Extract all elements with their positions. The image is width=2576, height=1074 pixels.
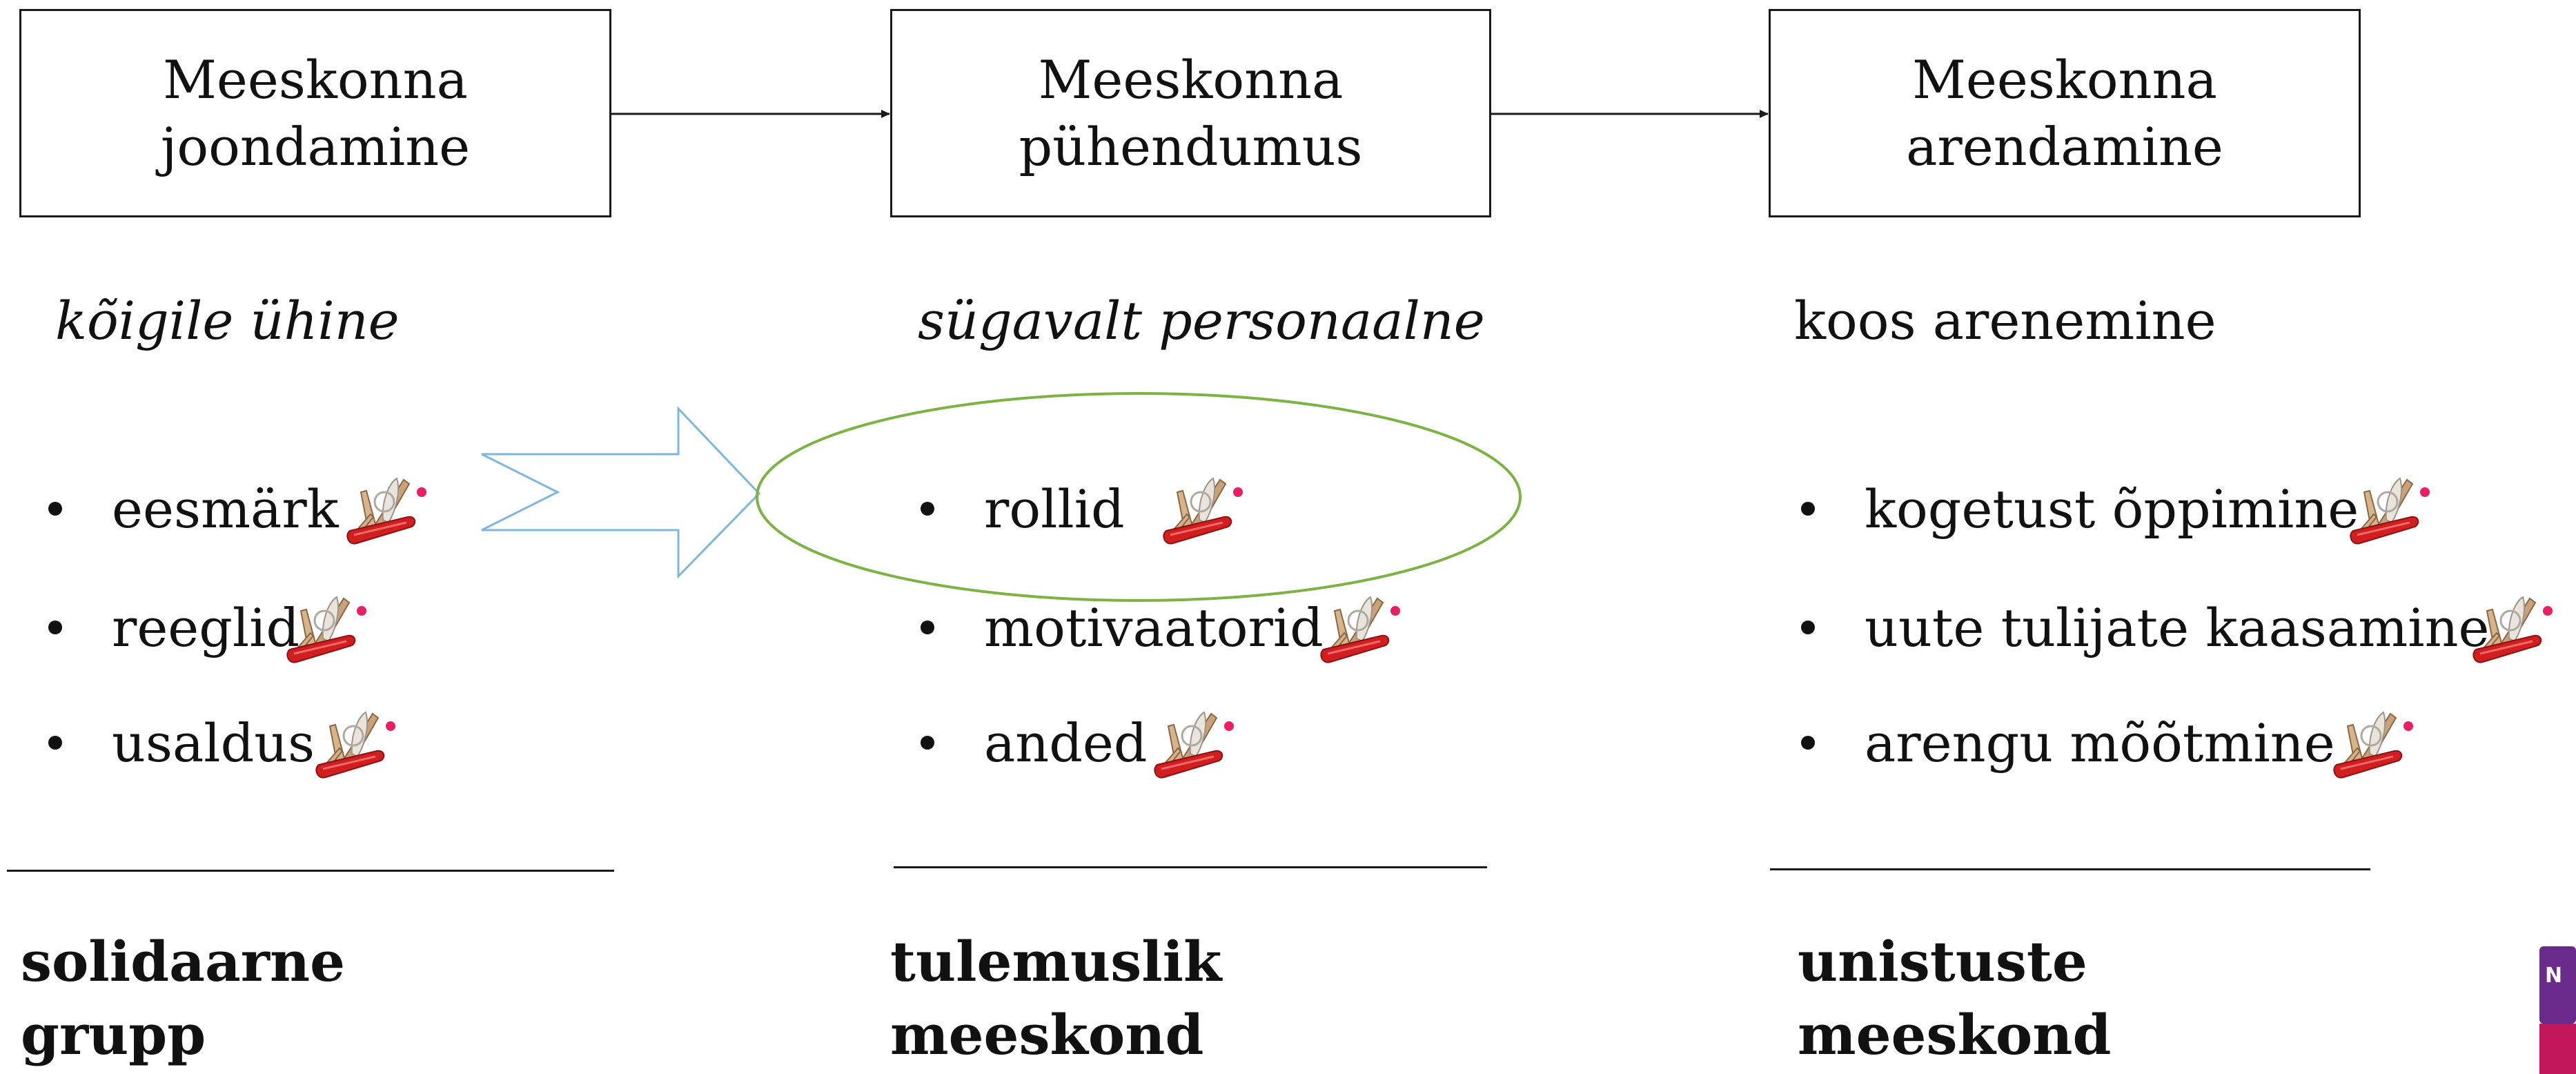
bullet-dot [1801, 736, 1815, 750]
bullet-item: arengu mõõtmine [1801, 705, 2415, 780]
stage-box-line: arendamine [1906, 116, 2223, 177]
outcome-line: meeskond [1798, 1002, 2112, 1068]
bullet-dot [921, 621, 934, 634]
bullet-dot [48, 736, 62, 750]
swiss-army-knife-icon [2350, 477, 2431, 545]
stage-box-line: Meeskonna [1038, 48, 1344, 110]
bullet-dot [48, 621, 62, 634]
bullet-item: anded [921, 705, 1236, 780]
logo-corner-icon: N [2539, 946, 2576, 1074]
stage-box-development: Meeskonna arendamine [1769, 9, 2361, 217]
divider-line [7, 870, 614, 872]
svg-text:N: N [2545, 964, 2562, 988]
bullet-item: rollid [921, 471, 1245, 546]
swiss-army-knife-icon [1162, 477, 1244, 545]
divider-line [894, 866, 1487, 868]
swiss-army-knife-icon [315, 711, 397, 779]
bullet-label: motivaatorid [984, 596, 1324, 658]
swiss-army-knife-icon [2332, 711, 2415, 779]
bullet-item: eesmärk [48, 471, 429, 546]
stage-box-alignment: Meeskonna joondamine [19, 9, 611, 217]
outcome-label: unistuste meeskond [1798, 925, 2111, 1072]
outcome-line: meeskond [890, 1002, 1204, 1068]
outcome-line: grupp [21, 1002, 206, 1068]
highlight-block-arrow [481, 406, 761, 579]
outcome-label: solidaarne grupp [21, 925, 345, 1072]
bullet-dot [1801, 621, 1815, 634]
outcome-label: tulemuslik meeskond [890, 925, 1221, 1072]
stage-subtitle: koos arenemine [1794, 290, 2216, 351]
bullet-item: uute tulijate kaasamine [1801, 590, 2555, 665]
swiss-army-knife-icon [1319, 596, 1402, 664]
bullet-label: uute tulijate kaasamine [1865, 596, 2490, 658]
stage-box-commitment: Meeskonna pühendumus [890, 9, 1491, 217]
bullet-label: reeglid [112, 596, 300, 658]
bullet-item: reeglid [48, 590, 368, 665]
swiss-army-knife-icon [286, 596, 368, 664]
swiss-army-knife-icon [346, 477, 428, 545]
outcome-line: unistuste [1798, 929, 2087, 994]
outcome-line: tulemuslik [890, 929, 1222, 994]
swiss-army-knife-icon [2472, 596, 2554, 664]
bullet-label: rollid [984, 478, 1125, 540]
bullet-label: anded [984, 712, 1148, 774]
bullet-item: usaldus [48, 705, 397, 780]
swiss-army-knife-icon [1153, 711, 1235, 779]
bullet-label: usaldus [112, 712, 315, 774]
bullet-item: kogetust õppimine [1801, 471, 2432, 546]
bullet-label: kogetust õppimine [1865, 478, 2359, 540]
outcome-line: solidaarne [21, 929, 345, 994]
stage-box-line: joondamine [160, 116, 471, 177]
bullet-dot [48, 502, 62, 516]
highlight-ellipse [756, 392, 1522, 602]
stage-box-line: Meeskonna [1912, 48, 2217, 110]
stage-subtitle: sügavalt personaalne [918, 290, 1485, 351]
bullet-dot [1801, 502, 1815, 516]
divider-line [1770, 868, 2370, 870]
bullet-label: eesmärk [112, 478, 339, 540]
stage-subtitle: kõigile ühine [55, 290, 400, 351]
bullet-label: arengu mõõtmine [1865, 712, 2335, 774]
bullet-dot [921, 736, 934, 750]
stage-box-line: Meeskonna [163, 48, 468, 110]
bullet-item: motivaatorid [921, 590, 1402, 665]
stage-box-line: pühendumus [1019, 116, 1363, 177]
bullet-dot [921, 502, 934, 516]
